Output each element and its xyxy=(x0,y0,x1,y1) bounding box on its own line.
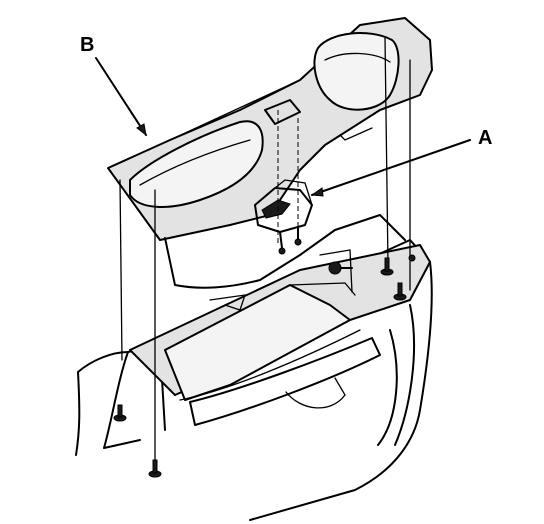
pocket-screw xyxy=(328,261,353,275)
callout-label-b: B xyxy=(80,34,95,56)
trim-grip-pocket xyxy=(129,120,264,208)
inner-door-panel xyxy=(164,214,406,289)
cup-pocket xyxy=(313,32,400,111)
callout-b-leader xyxy=(95,57,147,136)
clip-fastener xyxy=(113,404,127,422)
handle-recess xyxy=(189,337,381,426)
callout-a-leader xyxy=(311,139,471,196)
callout-label-a: A xyxy=(478,127,493,149)
trim-screw-side xyxy=(393,282,407,301)
trim-screw-bottom xyxy=(148,459,162,478)
door-lower-panel xyxy=(75,239,433,521)
switch-opening xyxy=(264,99,301,125)
clip-fastener xyxy=(380,257,394,276)
